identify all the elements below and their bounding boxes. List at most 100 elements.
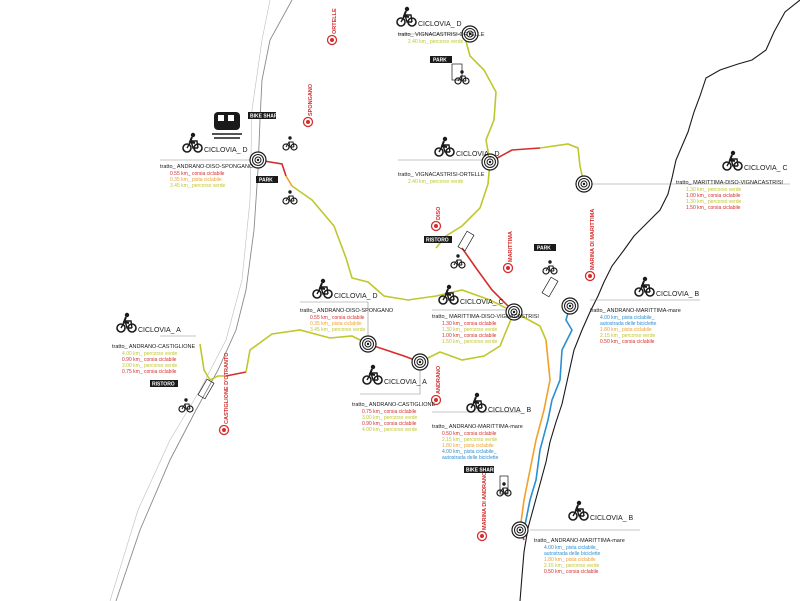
- route-segment-line: autostrada delle biciclette: [600, 321, 657, 327]
- route-title: CICLOVIA_ A: [138, 327, 181, 334]
- route-segment-line: 0.75 km_ corsia ciclabile: [362, 409, 417, 415]
- route-subtitle: tratto_ ANDRANO-CASTIGLIONE: [352, 402, 435, 408]
- route-segment-line: 0.90 km_ corsia ciclabile: [362, 421, 417, 427]
- svg-text:BIKE SHARING: BIKE SHARING: [466, 468, 503, 474]
- route-title: CICLOVIA_ B: [488, 407, 532, 414]
- shelter-icon: [541, 276, 559, 298]
- route-segment-line: 1.00 km_ corsia ciclabile: [442, 333, 497, 339]
- bicycle-icon: [722, 149, 743, 171]
- railway-secondary: [109, 0, 271, 601]
- svg-text:BIKE SHARING: BIKE SHARING: [250, 114, 287, 120]
- place-spongano: SPONGANO: [308, 83, 314, 116]
- bicycle-icon: [634, 275, 655, 297]
- station-andrano-target-icon[interactable]: [411, 353, 429, 371]
- route-segment-line: 4.00 km_ percorso verde: [122, 351, 178, 357]
- bicycle-icon: [568, 499, 589, 521]
- town-spongano-pin-icon[interactable]: [302, 116, 314, 128]
- tag-park-1: PARK: [430, 56, 452, 64]
- station-marittima-mare-target-icon[interactable]: [561, 297, 579, 315]
- route-b-orange: [519, 339, 551, 531]
- town-marina-marittima-pin-icon[interactable]: [584, 270, 596, 282]
- route-segment-line: 1.30 km_ percorso verde: [686, 199, 742, 205]
- route-segment-line: 2.15 km_ percorso verde: [544, 563, 600, 569]
- bike-stop-icon: [450, 253, 466, 269]
- route-segment-line: 2.15 km_ percorso verde: [600, 333, 656, 339]
- route-segment-line: 1.50 km_ percorso verde: [442, 339, 498, 345]
- station-andrano-north-target-icon[interactable]: [359, 335, 377, 353]
- route-segment-line: 2.40 km_ percorso verde: [408, 39, 464, 45]
- route-title: CICLOVIA_ B: [590, 515, 634, 522]
- town-diso-pin-icon[interactable]: [430, 220, 442, 232]
- route-segment-line: 1.30 km_ percorso verde: [442, 327, 498, 333]
- bicycle-icon: [116, 311, 137, 333]
- bike-stop-icon: [282, 135, 298, 151]
- route-segment-line: 0.50 km_ corsia ciclabile: [442, 431, 497, 437]
- station-marina-andrano-target-icon[interactable]: [511, 521, 529, 539]
- route-subtitle: tratto_ ANDRANO-MARITTIMA-mare: [432, 424, 523, 430]
- tag-park-3: PARK: [534, 244, 556, 252]
- route-subtitle: tratto_ MARITTIMA-DISO-VIGNACASTRISI: [676, 180, 783, 186]
- route-segment-line: 4.00 km_ percorso verde: [362, 427, 418, 433]
- route-segment-line: autostrada delle biciclette: [442, 455, 499, 461]
- route-title: CICLOVIA_ D: [204, 147, 248, 154]
- bike-stop-icon: [542, 259, 558, 275]
- place-marittima: MARITTIMA: [508, 231, 514, 262]
- place-andrano: ANDRANO: [436, 365, 442, 394]
- route-segment-line: 0.50 km_ corsia ciclabile: [600, 339, 655, 345]
- route-segment-line: 0.75 km_ corsia ciclabile: [122, 369, 177, 375]
- place-castiglione: CASTIGLIONE D'OTRANTO: [224, 352, 230, 424]
- bicycle-icon: [396, 5, 417, 28]
- route-a-green-mid: [245, 329, 369, 373]
- shelter-icon: [499, 475, 509, 495]
- route-segment-line: 1.00 km_ corsia ciclabile: [686, 193, 741, 199]
- route-label-c-mid[interactable]: CICLOVIA_ C tratto_ MARITTIMA-DISO-VIGNAC…: [432, 283, 539, 345]
- town-castiglione-pin-icon[interactable]: [218, 424, 230, 436]
- route-segment-line: 0.55 km_ corsia ciclabile: [310, 315, 365, 321]
- route-label-b-mid[interactable]: CICLOVIA_ B tratto_ ANDRANO-MARITTIMA-mar…: [432, 391, 532, 461]
- route-segment-line: 0.90 km_ corsia ciclabile: [122, 357, 177, 363]
- coastline: [519, 0, 800, 601]
- bicycle-icon: [312, 277, 333, 299]
- route-spongano-green: [291, 185, 515, 313]
- route-title: CICLOVIA_ D: [456, 151, 500, 158]
- route-label-a-left[interactable]: CICLOVIA_ A tratto_ ANDRANO-CASTIGLIONE4.…: [112, 311, 195, 375]
- route-segment-line: autostrada delle biciclette: [544, 551, 601, 557]
- route-b-green: [513, 311, 547, 341]
- town-marina-andrano-pin-icon[interactable]: [476, 530, 488, 542]
- svg-text:RISTORO: RISTORO: [152, 382, 175, 388]
- route-segment-line: 2.40 km_ percorso verde: [408, 179, 464, 185]
- route-a-red-left: [225, 371, 247, 377]
- tag-bike-sharing-1: BIKE SHARING: [248, 112, 287, 120]
- route-segment-line: 1.80 km_ pista ciclabile: [600, 327, 652, 333]
- shelter-icon: [197, 378, 215, 400]
- bicycle-icon: [182, 131, 203, 153]
- route-segment-line: 1.30 km_ percorso verde: [686, 187, 742, 193]
- town-ortelle-pin-icon[interactable]: [326, 34, 338, 46]
- town-marittima-pin-icon[interactable]: [502, 262, 514, 274]
- route-segment-line: 4.00 km_ pista ciclabile_: [544, 545, 599, 551]
- tag-ristoro-1: RISTORO: [424, 236, 452, 244]
- station-marittima-target-icon[interactable]: [575, 175, 593, 193]
- route-c-upper-green: [539, 143, 585, 185]
- route-title: CICLOVIA_ A: [384, 379, 427, 386]
- route-subtitle: tratto_ MARITTIMA-DISO-VIGNACASTRISI: [432, 314, 539, 320]
- route-segment-line: 1.50 km_ corsia ciclabile: [686, 205, 741, 211]
- route-segment-line: 4.00 km_ pista ciclabile_: [442, 449, 497, 455]
- place-marina-marittima: MARINA DI MARITTIMA: [590, 209, 596, 270]
- route-subtitle: tratto_ ANDRANO-MARITTIMA-mare: [590, 308, 681, 314]
- route-subtitle: tratto_ ANDRANO-CASTIGLIONE: [112, 344, 195, 350]
- route-segment-line: 0.55 km_ corsia ciclabile: [170, 171, 225, 177]
- route-segment-line: 0.35 km_ pista ciclabile: [310, 321, 362, 327]
- route-segment-line: 1.30 km_ corsia ciclabile: [442, 321, 497, 327]
- route-b-blue: [523, 305, 573, 531]
- route-title: CICLOVIA_ C: [460, 299, 504, 306]
